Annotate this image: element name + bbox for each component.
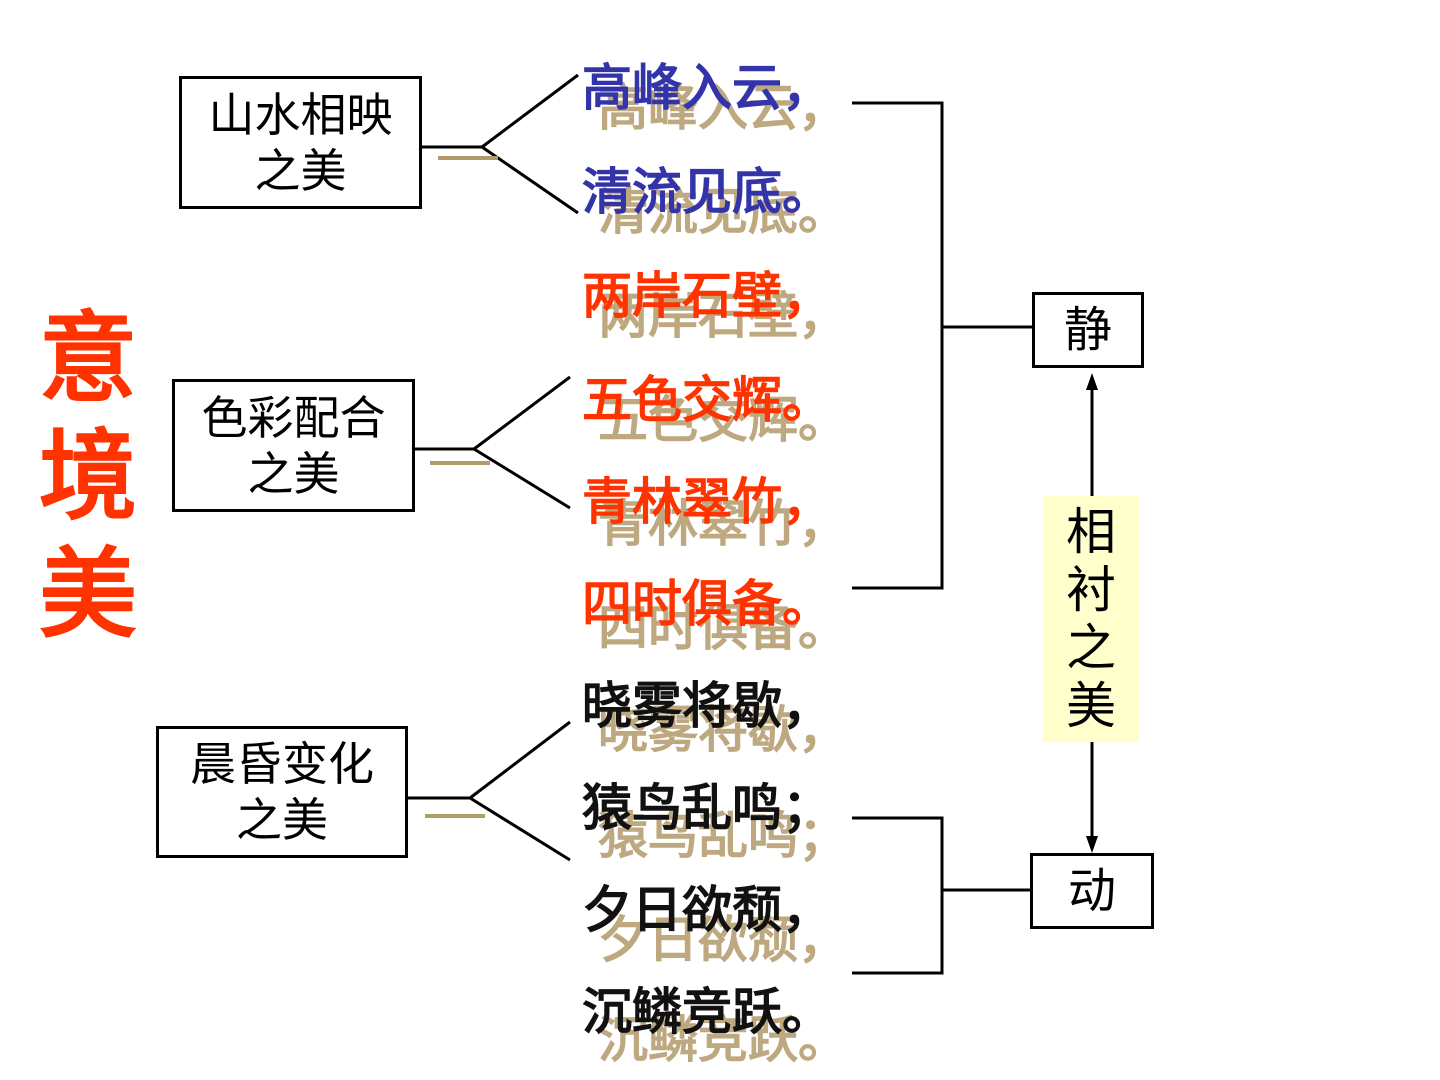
category-label: 山水相映 (208, 87, 393, 142)
moving-box: 动 (1030, 853, 1154, 929)
connector-line (481, 73, 579, 149)
contrast-char: 之 (1066, 619, 1116, 677)
still-bracket (852, 101, 944, 590)
contrast-char: 相 (1066, 503, 1116, 561)
still-box: 静 (1032, 292, 1144, 368)
verse-shadow: 青林翠竹， (598, 495, 848, 553)
verse-line: 两岸石壁， (582, 267, 832, 325)
title-char: 美 (38, 538, 137, 652)
arrow-up-icon (1086, 373, 1098, 390)
verse-line: 高峰入云， (582, 59, 832, 117)
verse-shadow: 清流见底。 (598, 183, 848, 241)
category-label: 之美 (247, 446, 340, 501)
decorative-dash (425, 814, 485, 818)
category-label: 色彩配合 (201, 390, 386, 445)
verse-line: 夕日欲颓， (582, 881, 832, 939)
verse-line: 四时俱备。 (582, 575, 832, 633)
connector-line (481, 145, 579, 215)
verse-shadow: 两岸石壁， (598, 287, 848, 345)
category-label: 之美 (254, 143, 347, 198)
connector-line (473, 447, 571, 510)
category-box-dawn-dusk: 晨昏变化 之美 (156, 726, 408, 858)
contrast-label-box: 相 衬 之 美 (1043, 496, 1139, 742)
category-label: 晨昏变化 (190, 737, 374, 791)
contrast-char: 衬 (1066, 561, 1116, 619)
connector-line (469, 720, 571, 800)
title-char: 境 (38, 420, 137, 534)
moving-bracket (852, 816, 944, 975)
verse-shadow: 晓雾将歇， (598, 701, 848, 759)
contrast-char: 美 (1066, 677, 1116, 735)
verse-line: 猿鸟乱鸣； (582, 779, 832, 837)
decorative-dash (438, 156, 498, 160)
title-char: 意 (38, 302, 137, 416)
verse-shadow: 四时俱备。 (598, 599, 848, 657)
verse-line: 晓雾将歇， (582, 677, 832, 735)
verse-shadow: 猿鸟乱鸣； (598, 807, 848, 865)
category-label: 之美 (236, 793, 328, 847)
verse-shadow: 高峰入云， (598, 79, 848, 137)
main-title: 意 境 美 (38, 300, 138, 654)
connector-line (473, 375, 571, 451)
verse-shadow: 沉鳞竞跃。 (598, 1011, 848, 1069)
connector-line (469, 796, 571, 862)
category-box-landscape: 山水相映 之美 (179, 76, 422, 209)
arrow-down-icon (1086, 836, 1098, 853)
verse-shadow: 夕日欲颓， (598, 911, 848, 969)
verse-shadow: 五色交辉。 (598, 391, 848, 449)
category-box-color: 色彩配合 之美 (172, 379, 415, 512)
decorative-dash (430, 461, 490, 465)
verse-line: 清流见底。 (582, 163, 832, 221)
verse-line: 青林翠竹， (582, 473, 832, 531)
moving-label: 动 (1067, 863, 1116, 919)
verse-line: 五色交辉。 (582, 371, 832, 429)
verse-line: 沉鳞竞跃。 (582, 983, 832, 1041)
still-label: 静 (1063, 302, 1112, 358)
